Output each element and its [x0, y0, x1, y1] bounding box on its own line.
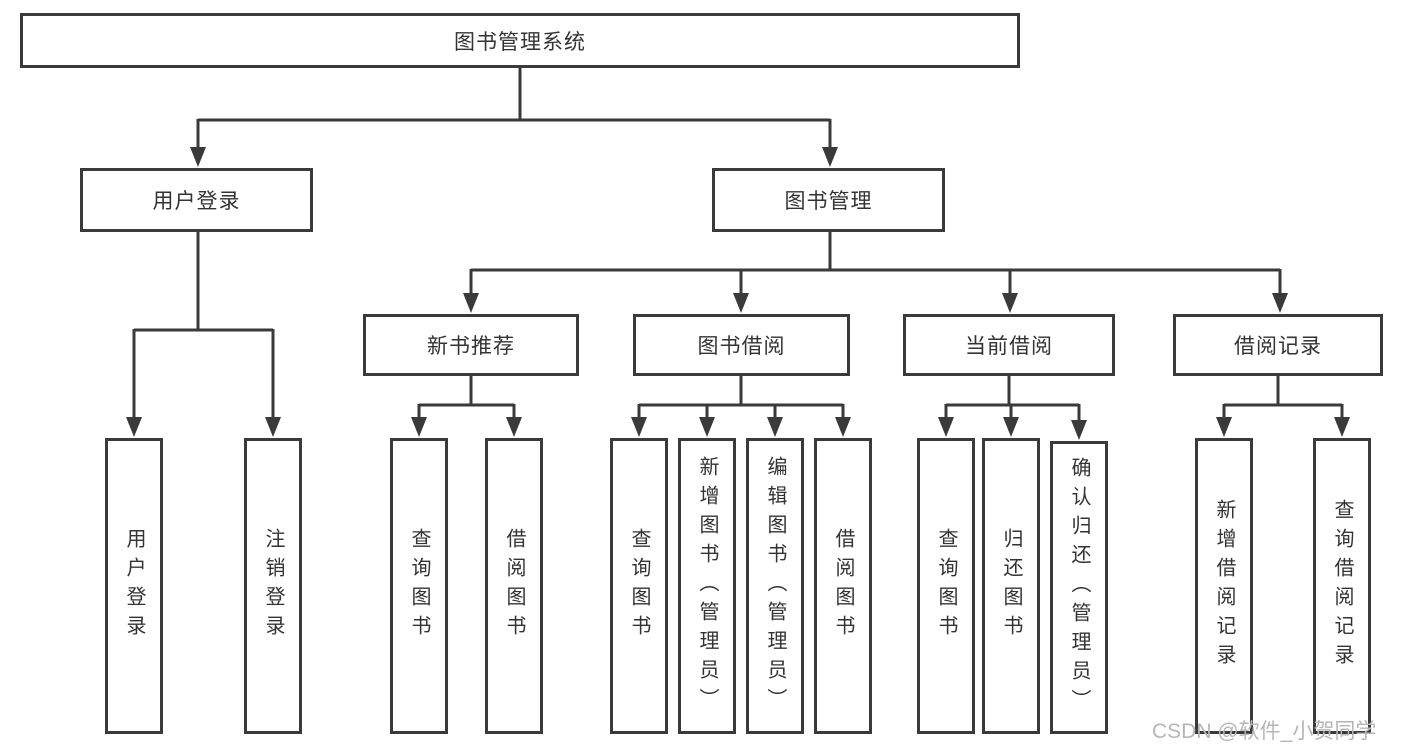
connector-records-to-leaves	[1222, 376, 1344, 422]
arrowhead	[835, 417, 851, 437]
node-leaf-logout-label: 注销登录	[262, 528, 284, 644]
node-leaf-login: 用户登录	[105, 438, 163, 734]
node-user-login: 用户登录	[80, 168, 313, 232]
node-leaf-cb-return-book-label: 归还图书	[1000, 528, 1022, 644]
node-leaf-br-add-record: 新增借阅记录	[1195, 438, 1253, 734]
node-borrow-records: 借阅记录	[1173, 314, 1383, 376]
node-book-borrow-label: 图书借阅	[697, 335, 786, 358]
arrowhead	[463, 293, 479, 313]
node-leaf-bb-borrow-book-label: 借阅图书	[832, 528, 854, 644]
node-leaf-cb-confirm-return-label: 确认归还（管理员）	[1068, 457, 1090, 718]
node-leaf-cb-query-book-label: 查询图书	[935, 528, 957, 644]
csdn-watermark: CSDN @软件_小贺同学	[1152, 720, 1377, 743]
node-leaf-login-label: 用户登录	[123, 528, 145, 644]
node-leaf-bb-borrow-book: 借阅图书	[814, 438, 872, 734]
node-leaf-bb-add-book-label: 新增图书（管理员）	[696, 455, 718, 717]
connector-current-to-leaves	[944, 376, 1081, 425]
node-user-login-label: 用户登录	[152, 190, 241, 213]
arrowhead	[938, 417, 954, 437]
arrowhead	[190, 147, 206, 167]
node-book-mgmt-label: 图书管理	[784, 190, 873, 213]
connector-userlogin-to-leaves	[132, 232, 275, 422]
arrowhead	[1002, 293, 1018, 313]
node-root-label: 图书管理系统	[454, 30, 586, 54]
node-book-mgmt: 图书管理	[712, 168, 945, 232]
arrowhead	[699, 417, 715, 437]
connector-newrec-to-leaves	[417, 376, 516, 422]
node-leaf-rec-query-book-label: 查询图书	[408, 528, 430, 644]
node-leaf-cb-query-book: 查询图书	[917, 438, 975, 734]
arrowhead	[767, 417, 783, 437]
arrowhead	[265, 417, 281, 437]
node-borrow-records-label: 借阅记录	[1234, 335, 1322, 358]
connector-borrow-to-leaves	[637, 376, 845, 422]
arrowhead	[1003, 417, 1019, 437]
arrowhead	[506, 417, 522, 437]
node-leaf-logout: 注销登录	[244, 438, 302, 734]
node-current-borrow-label: 当前借阅	[965, 335, 1053, 358]
node-leaf-bb-query-book-label: 查询图书	[628, 528, 650, 644]
arrowhead	[411, 417, 427, 437]
node-leaf-bb-edit-book: 编辑图书（管理员）	[746, 438, 804, 734]
node-leaf-cb-return-book: 归还图书	[982, 438, 1040, 734]
arrowhead	[126, 417, 142, 437]
arrowhead	[1071, 420, 1087, 440]
node-leaf-bb-edit-book-label: 编辑图书（管理员）	[764, 455, 786, 717]
node-book-borrow: 图书借阅	[633, 314, 850, 376]
connector-root-to-level2	[196, 68, 832, 152]
node-leaf-rec-query-book: 查询图书	[390, 438, 448, 734]
node-leaf-bb-add-book: 新增图书（管理员）	[678, 438, 736, 734]
connector-bookmgmt-to-level3	[469, 232, 1282, 298]
node-leaf-br-add-record-label: 新增借阅记录	[1213, 499, 1235, 673]
arrowhead	[631, 417, 647, 437]
node-leaf-bb-query-book: 查询图书	[610, 438, 668, 734]
arrowhead	[1216, 417, 1232, 437]
node-leaf-br-query-record: 查询借阅记录	[1313, 438, 1371, 734]
node-leaf-rec-borrow-book-label: 借阅图书	[503, 528, 525, 644]
arrowhead	[1272, 293, 1288, 313]
node-leaf-rec-borrow-book: 借阅图书	[485, 438, 543, 734]
arrowhead	[733, 293, 749, 313]
node-current-borrow: 当前借阅	[903, 314, 1115, 376]
arrowhead	[1334, 417, 1350, 437]
node-new-book-rec-label: 新书推荐	[427, 335, 515, 358]
node-new-book-rec: 新书推荐	[363, 314, 579, 376]
node-leaf-br-query-record-label: 查询借阅记录	[1331, 499, 1353, 673]
node-root: 图书管理系统	[20, 13, 1020, 68]
arrowhead	[822, 147, 838, 167]
node-leaf-cb-confirm-return: 确认归还（管理员）	[1050, 441, 1108, 734]
